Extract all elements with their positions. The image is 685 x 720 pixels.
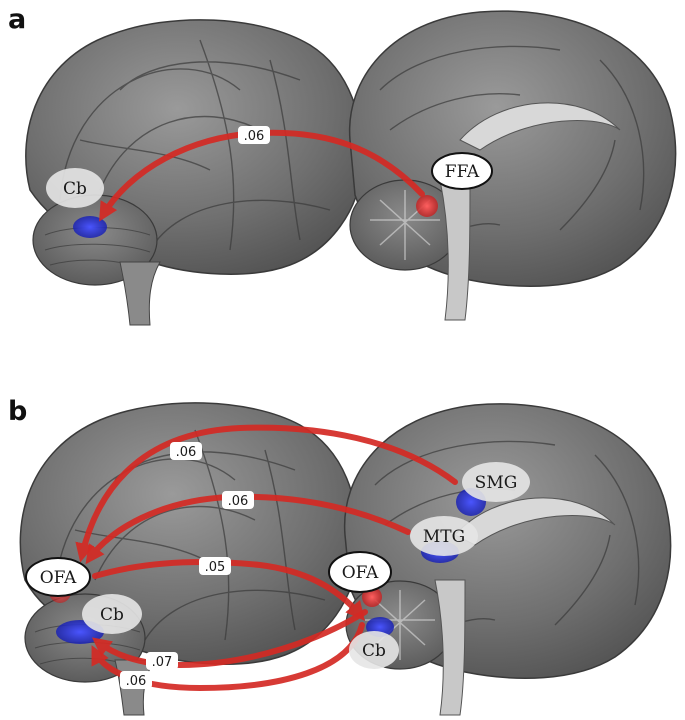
region-label-smg: SMG	[475, 473, 518, 493]
panel-a: a .06 Cb FFA	[8, 4, 677, 326]
weight-label-mtg-ofa: .06	[228, 494, 249, 509]
region-label-cb: Cb	[63, 179, 87, 199]
weight-label-smg-ofa: .06	[176, 445, 197, 460]
connection-ofa-to-ofa	[92, 559, 365, 621]
region-label-cb-medial: Cb	[362, 641, 386, 661]
medial-brain-a	[348, 10, 677, 321]
connection-smg-to-ofa	[75, 424, 458, 563]
panel-letter-b: b	[8, 396, 27, 427]
connection-cb-to-cb	[91, 622, 365, 692]
connection-ofa-to-cb	[91, 609, 368, 669]
region-label-cb-lateral: Cb	[100, 605, 124, 625]
panel-letter-a: a	[8, 4, 26, 35]
cb-region-a	[73, 216, 107, 238]
region-label-ofa-lateral: OFA	[40, 568, 77, 588]
weight-label-cb-cb: .06	[126, 674, 147, 689]
region-label-ffa: FFA	[445, 162, 480, 182]
connection-weight-label: .06	[244, 129, 265, 144]
ffa-region-a	[416, 195, 438, 217]
region-label-ofa-medial: OFA	[342, 563, 379, 583]
weight-label-ofa-ofa: .05	[205, 560, 226, 575]
panel-b: b .06	[8, 396, 672, 716]
weight-label-ofa-cb: .07	[152, 655, 173, 670]
region-label-mtg: MTG	[423, 527, 465, 547]
weight-box	[238, 126, 270, 144]
